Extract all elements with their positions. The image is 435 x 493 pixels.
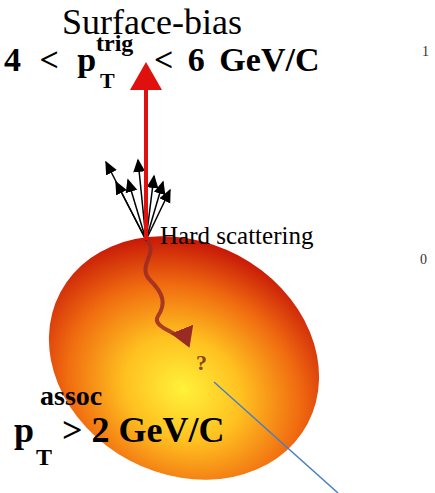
- trigger-range: < 6 GeV/C: [154, 40, 319, 79]
- diagram-title: Surface-bias: [62, 2, 242, 43]
- subscript: T: [100, 68, 115, 93]
- trigger-arrow: [144, 66, 148, 240]
- medium-ellipse: [6, 190, 362, 493]
- axis-tick: 0: [420, 252, 427, 268]
- quenched-parton: [145, 240, 188, 344]
- vertex-label: Hard scattering: [160, 222, 313, 251]
- associated-range: > 2 GeV/C: [62, 410, 225, 451]
- question-mark: ?: [196, 350, 207, 375]
- axis-tick: 1: [422, 44, 429, 60]
- subscript: T: [36, 444, 52, 472]
- away-side-line: [214, 382, 338, 493]
- trigger-range: 4 < p: [4, 40, 96, 79]
- associated-range: p: [14, 410, 34, 451]
- superscript: assoc: [40, 380, 102, 412]
- superscript: trig: [96, 30, 133, 58]
